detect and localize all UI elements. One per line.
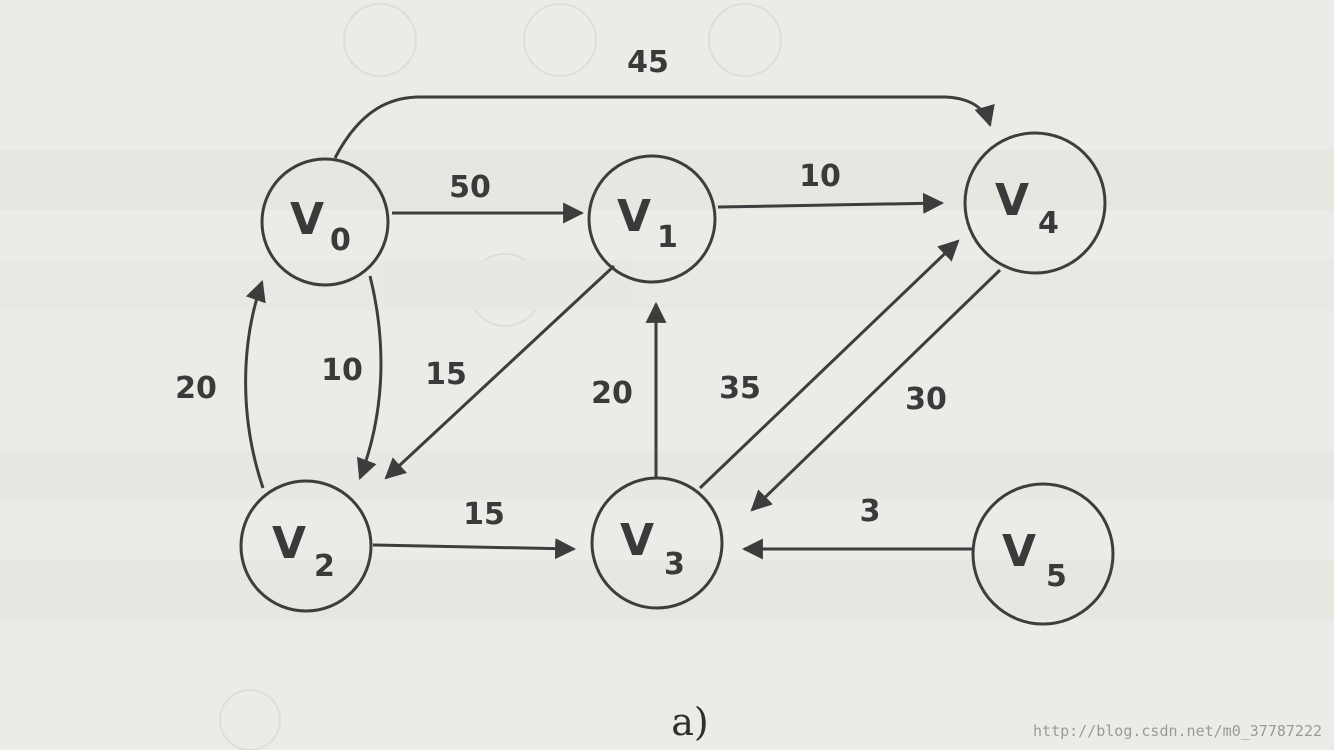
node-v4-subscript: 4 [1038,206,1059,241]
weight-v1-v2: 15 [425,357,467,392]
node-v2-circle [239,479,373,613]
edge-v1-v2 [384,264,616,480]
node-v0: V 0 [260,157,390,287]
weight-v3-v1: 20 [591,376,633,411]
watermark-url: http://blog.csdn.net/m0_37787222 [1033,722,1322,740]
edge-v2-v0 [244,280,266,489]
edge-v0-v2 [356,275,383,480]
edges [244,95,1002,560]
figure-caption: a) [671,700,708,744]
node-v3-circle [590,476,724,610]
node-v4: V 4 [963,131,1107,275]
node-v1: V 1 [587,154,717,284]
node-v0-letter: V [290,194,324,245]
node-v1-subscript: 1 [657,220,678,255]
node-v0-subscript: 0 [330,223,351,258]
node-v3: V 3 [590,476,724,610]
weight-v1-v4: 10 [799,159,841,194]
edge-weights: 45 50 10 10 20 15 20 35 30 15 3 [175,45,947,532]
weight-v2-v0: 20 [175,371,217,406]
weight-v5-v3: 3 [860,494,881,529]
weight-v3-v4: 35 [719,371,761,406]
edge-v3-v4 [698,239,960,490]
node-v2-letter: V [272,518,306,569]
edge-v0-v4 [333,95,995,159]
node-v5: V 5 [971,482,1115,626]
node-v0-circle [260,157,390,287]
edge-v2-v3 [372,538,577,560]
node-v4-letter: V [995,175,1029,226]
node-v3-subscript: 3 [664,547,685,582]
weight-v2-v3: 15 [463,497,505,532]
node-v3-letter: V [620,515,654,566]
node-v1-letter: V [617,191,651,242]
weight-v0-v2: 10 [321,353,363,388]
node-v5-letter: V [1002,526,1036,577]
node-v1-circle [587,154,717,284]
edge-v1-v4 [717,192,945,214]
node-v2: V 2 [239,479,373,613]
node-v5-subscript: 5 [1046,559,1067,594]
node-v4-circle [963,131,1107,275]
weight-v4-v3: 30 [905,382,947,417]
weight-v0-v1: 50 [449,170,491,205]
node-v2-subscript: 2 [314,549,335,584]
weight-v0-v4: 45 [627,45,669,80]
node-v5-circle [971,482,1115,626]
edge-v4-v3 [750,268,1002,512]
